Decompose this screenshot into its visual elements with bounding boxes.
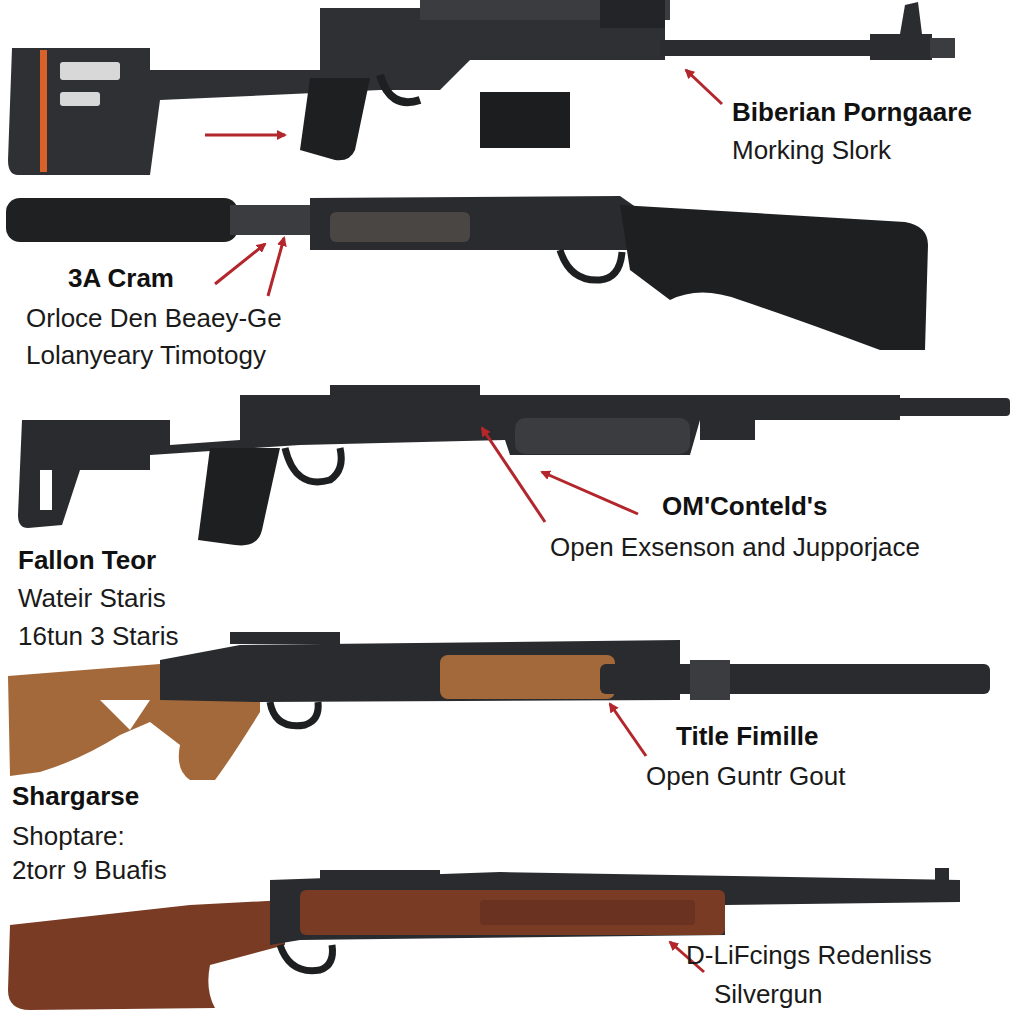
part-title: Title Fimille (676, 720, 819, 752)
part-label: Silvergun (714, 978, 822, 1010)
rifle-2 (6, 196, 928, 350)
rifle-1 (8, 0, 955, 175)
part-title: Fallon Teor (18, 544, 156, 576)
rifle-5 (8, 868, 960, 1010)
part-label: Shoptare: (12, 820, 125, 852)
part-title: Shargarse (12, 780, 139, 812)
part-title: OM'Conteld's (662, 490, 827, 522)
part-label: 2torr 9 Buafis (12, 854, 167, 886)
part-title: Biberian Porngaare (732, 96, 972, 128)
part-label: Morking Slork (732, 134, 891, 166)
part-label: Orloce Den Beaey-Ge (26, 302, 282, 334)
part-label: Open Guntr Gout (646, 760, 845, 792)
rifle-3 (18, 385, 1010, 545)
part-label: Wateir Staris (18, 582, 166, 614)
rifle-4 (8, 632, 990, 780)
part-label: Open Exsenson and Jupporjace (550, 531, 920, 563)
part-label: 16tun 3 Staris (18, 620, 178, 652)
part-title: 3A Cram (68, 262, 174, 294)
part-label: Lolanyeary Timotogy (26, 339, 266, 371)
part-label: D-LiFcings Redenliss (686, 939, 932, 971)
